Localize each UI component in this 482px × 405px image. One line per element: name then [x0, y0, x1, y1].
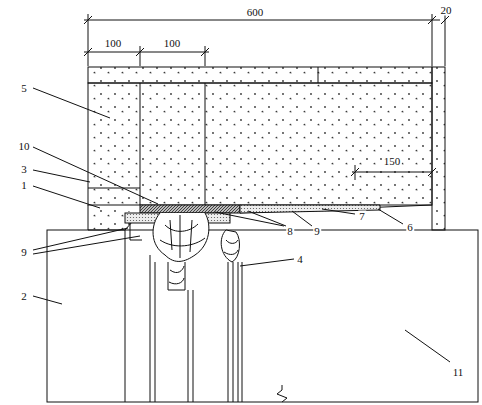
callout-number: 6	[406, 222, 414, 233]
callout-number: 1	[20, 180, 28, 191]
callout-number: 9	[313, 226, 321, 237]
dimension-text: 600	[246, 7, 265, 18]
dimension-text: 150	[383, 156, 402, 167]
callout-number: 10	[18, 141, 31, 152]
callout-number: 11	[452, 367, 465, 378]
dimension-text: 100	[163, 38, 182, 49]
dimension-text: 20	[440, 5, 453, 16]
dimension-text: 100	[104, 38, 123, 49]
callout-number: 3	[20, 164, 28, 175]
callout-number: 9	[20, 247, 28, 258]
callout-number: 7	[358, 211, 366, 222]
callout-number: 5	[20, 83, 28, 94]
callout-number: 4	[296, 254, 304, 265]
callout-number: 8	[286, 226, 294, 237]
callout-number: 2	[20, 291, 28, 302]
